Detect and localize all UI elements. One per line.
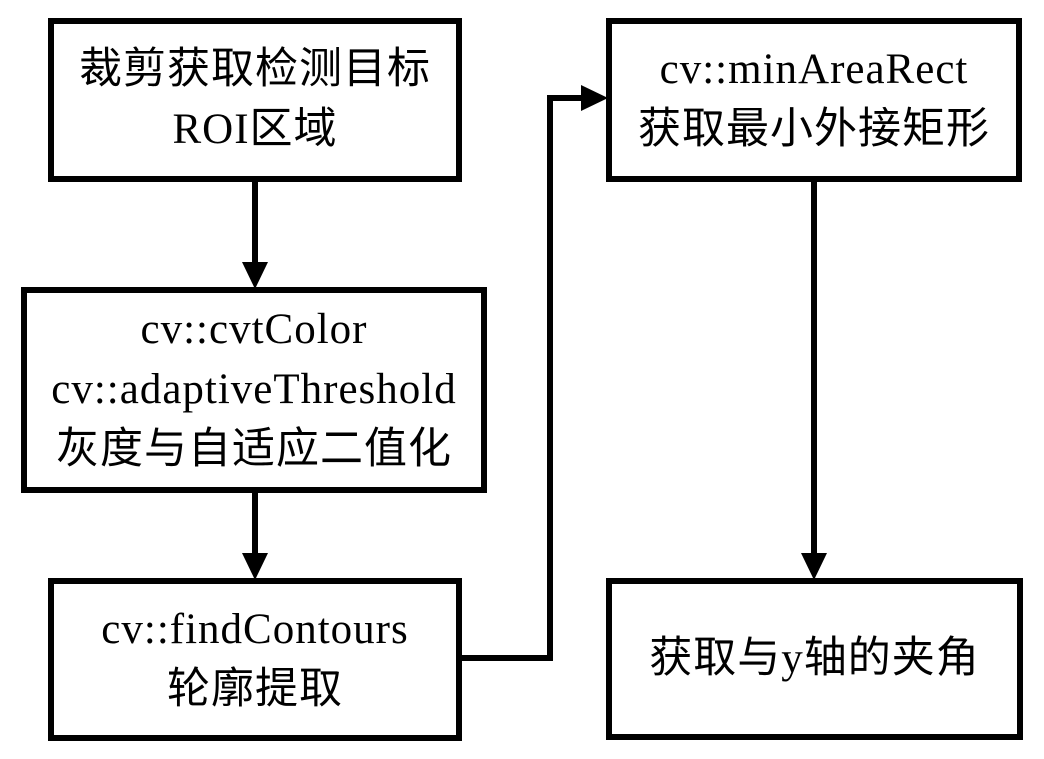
node-label-line: 获取与y轴的夹角 <box>649 635 980 682</box>
edge-find-contours-to-min-area-rect <box>458 85 608 661</box>
arrowhead-down-icon <box>242 553 268 580</box>
arrowhead-right-icon <box>581 85 608 111</box>
node-label-line: 轮廓提取 <box>167 665 343 713</box>
flowchart-node-min-area-rect: cv::minAreaRect 获取最小外接矩形 <box>606 18 1022 182</box>
node-label-line: 裁剪获取检测目标 <box>79 46 431 93</box>
node-label-line: ROI区域 <box>172 106 338 153</box>
node-label-line: 灰度与自适应二值化 <box>56 426 452 473</box>
edge-min-area-rect-to-angle-y-axis <box>801 179 827 580</box>
flowchart-node-gray-threshold: cv::cvtColor cv::adaptiveThreshold 灰度与自适… <box>21 287 487 493</box>
flowchart-node-crop-roi: 裁剪获取检测目标 ROI区域 <box>48 18 462 182</box>
node-label-line: cv::minAreaRect <box>659 46 969 93</box>
node-label-line: cv::adaptiveThreshold <box>51 366 457 413</box>
edge-gray-threshold-to-find-contours <box>242 490 268 580</box>
edge-crop-roi-to-gray-threshold <box>242 179 268 289</box>
node-label-line: 获取最小外接矩形 <box>638 106 990 153</box>
arrowhead-down-icon <box>242 262 268 289</box>
flowchart-node-find-contours: cv::findContours 轮廓提取 <box>48 578 462 741</box>
node-label-line: cv::findContours <box>101 605 409 653</box>
arrowhead-down-icon <box>801 553 827 580</box>
node-label-line: cv::cvtColor <box>140 306 368 353</box>
flowchart-node-angle-y-axis: 获取与y轴的夹角 <box>606 578 1023 740</box>
